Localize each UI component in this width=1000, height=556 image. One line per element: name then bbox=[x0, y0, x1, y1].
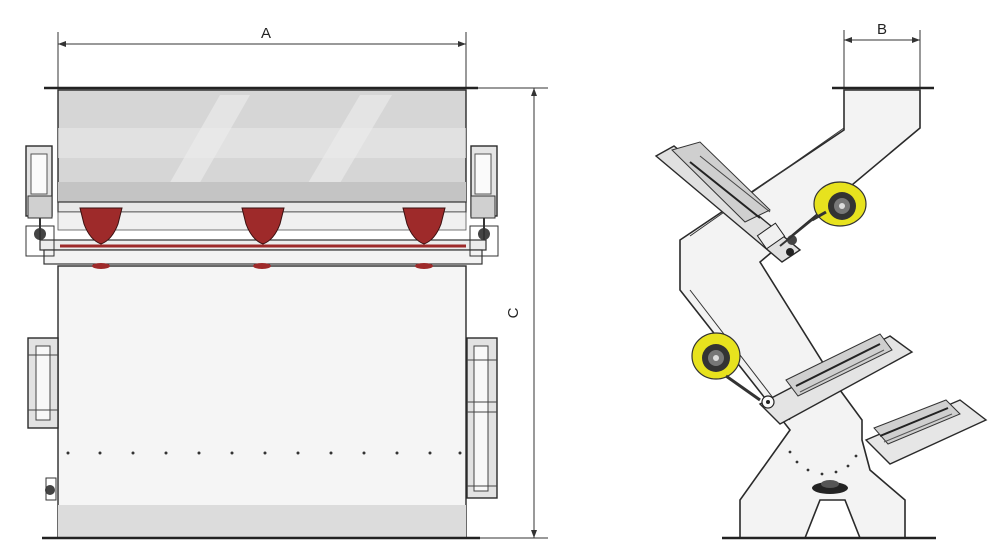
lower-cylinder-arm bbox=[864, 399, 988, 465]
funnel-2 bbox=[241, 207, 285, 269]
middle-cylinder-arm bbox=[758, 333, 914, 425]
hopper bbox=[44, 86, 478, 203]
dimension-a-label: A bbox=[261, 25, 271, 42]
upper-yellow-knob bbox=[811, 181, 867, 227]
left-top-bracket bbox=[25, 145, 55, 257]
dotted-arc bbox=[788, 450, 858, 476]
bottom-nozzle bbox=[812, 480, 848, 494]
feeder-rail bbox=[39, 201, 487, 265]
dimension-a: A bbox=[57, 25, 467, 88]
funnel-3 bbox=[402, 207, 446, 269]
funnel-1 bbox=[79, 207, 123, 269]
machine-body bbox=[42, 265, 480, 540]
left-side-cylinder bbox=[27, 337, 59, 501]
dimension-b: B bbox=[843, 21, 921, 88]
dotted-line bbox=[66, 451, 462, 455]
upper-cylinder-arm bbox=[654, 141, 813, 263]
middle-yellow-knob bbox=[691, 332, 761, 402]
right-top-bracket bbox=[469, 145, 499, 257]
right-side-cylinder bbox=[466, 337, 498, 499]
dimension-c-label: C bbox=[505, 307, 522, 318]
front-view: A C bbox=[25, 25, 548, 540]
side-view: B bbox=[654, 21, 988, 540]
dimension-b-label: B bbox=[877, 21, 887, 38]
